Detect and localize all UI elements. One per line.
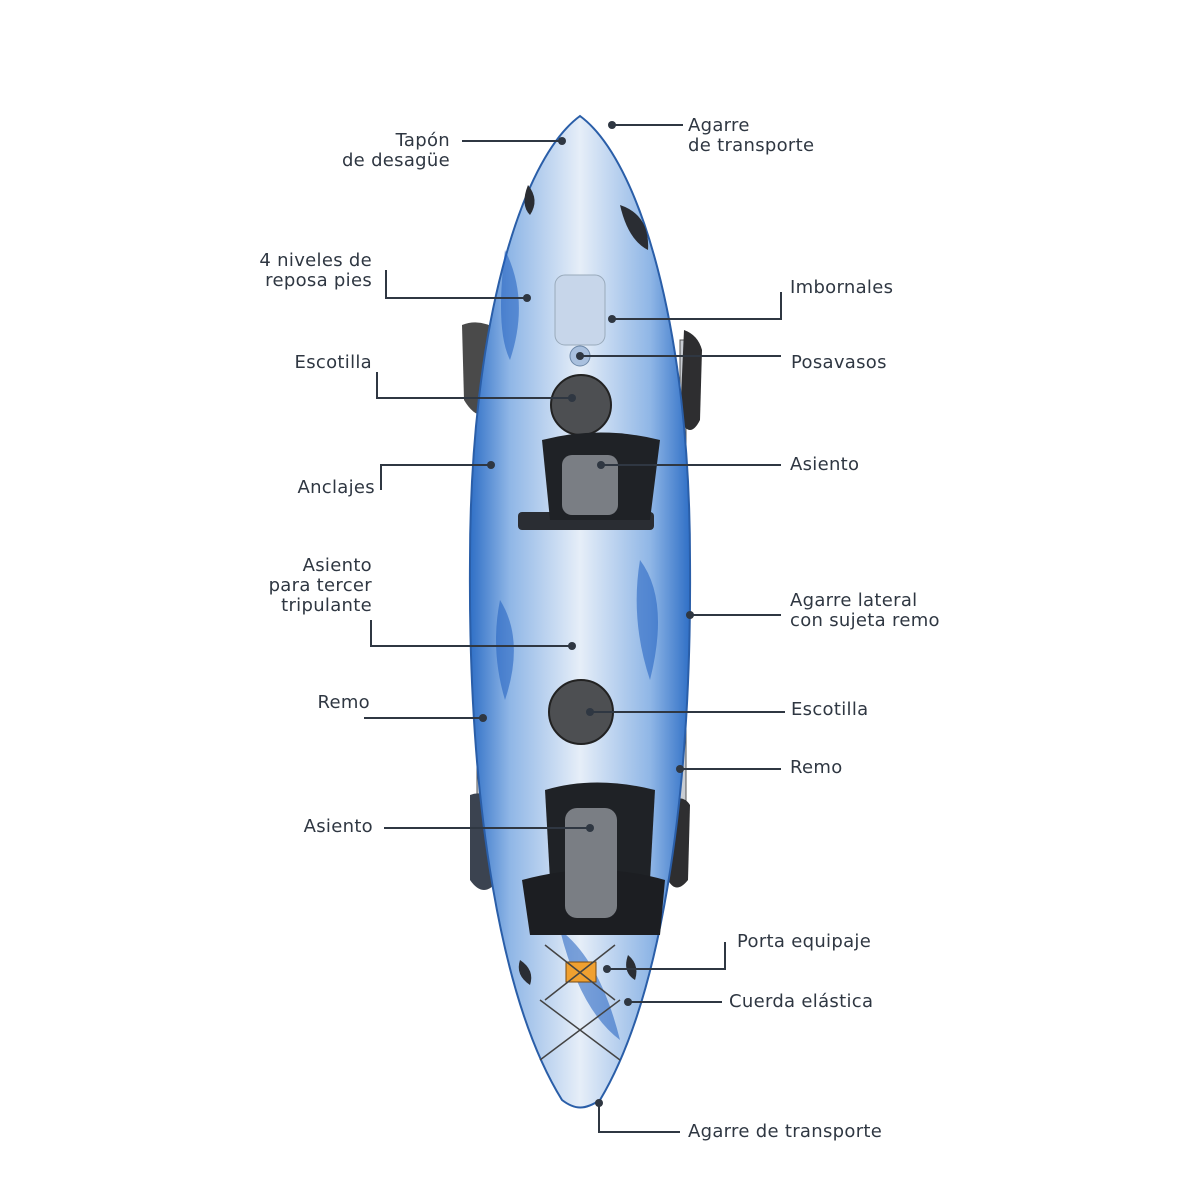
black-patches xyxy=(518,185,649,985)
label-hatch-front: Escotilla xyxy=(294,352,372,373)
label-seat-rear: Asiento xyxy=(303,816,373,837)
leader-dots xyxy=(479,121,694,1107)
label-cup-holder: Posavasos xyxy=(791,352,887,373)
label-seat-front: Asiento xyxy=(790,454,860,475)
label-carry-handle-bottom: Agarre de transporte xyxy=(688,1121,883,1142)
label-hatch-rear: Escotilla xyxy=(791,699,869,720)
label-paddle-right: Remo xyxy=(790,757,843,778)
seat-front xyxy=(518,432,660,530)
leader-lines xyxy=(364,124,785,1133)
hatch-front xyxy=(550,374,612,436)
bungee-cord xyxy=(539,944,621,1061)
seat-rear xyxy=(522,782,665,935)
footrest-area xyxy=(554,274,606,346)
label-luggage-rack: Porta equipaje xyxy=(737,931,872,952)
label-anchors: Anclajes xyxy=(297,477,375,498)
label-scuppers: Imbornales xyxy=(790,277,894,298)
label-paddle-left: Remo xyxy=(317,692,370,713)
label-bungee: Cuerda elástica xyxy=(729,991,874,1012)
hull-pattern xyxy=(496,250,658,1040)
